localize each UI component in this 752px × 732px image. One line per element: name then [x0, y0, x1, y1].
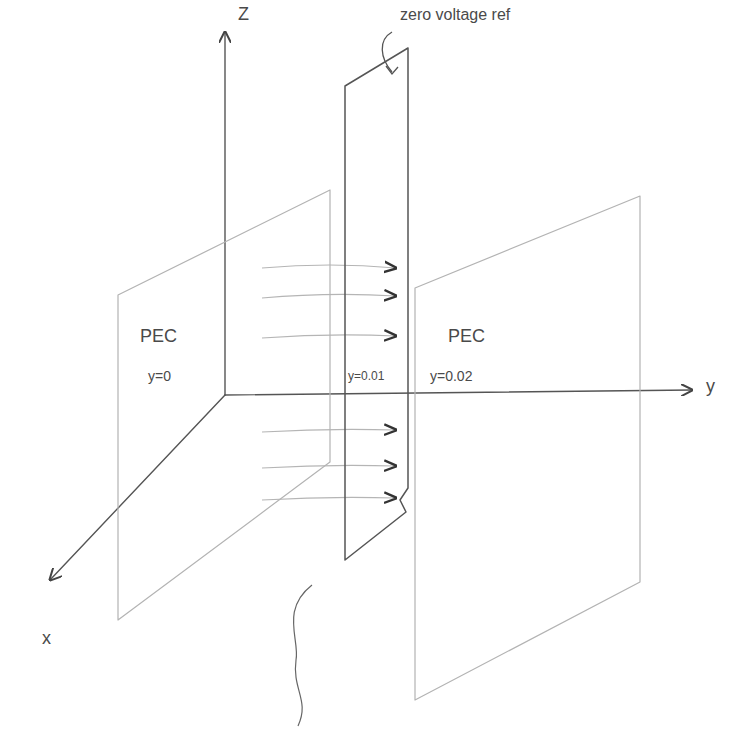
plane-outline — [338, 40, 418, 580]
axis-label: y — [704, 376, 717, 397]
plane-label: PEC — [446, 326, 487, 347]
plane: PEC y=0 — [108, 180, 338, 630]
plane-outline — [118, 190, 330, 620]
z-axis — [224, 32, 225, 395]
coordinate-label: y=0.01 — [346, 370, 386, 384]
axis-label: Z — [236, 4, 251, 25]
plane-outline — [345, 48, 408, 560]
leader-line — [382, 32, 392, 72]
coordinate-label: y=0.02 — [428, 368, 474, 384]
current-arrows — [262, 265, 396, 500]
plane: PEC y=0.02 — [408, 188, 648, 708]
plane-outline — [408, 188, 648, 708]
plane-label: PEC — [138, 326, 179, 347]
x-axis — [50, 395, 225, 580]
callout-label: zero voltage ref — [398, 6, 512, 24]
plane-outline — [108, 180, 338, 630]
plane-outline — [415, 196, 640, 700]
plane: y=0.01 — [338, 40, 418, 580]
axis-label: x — [40, 628, 53, 649]
coordinate-label: y=0 — [146, 368, 173, 384]
leader-tick — [386, 66, 398, 74]
wavy-line — [293, 585, 312, 726]
y-axis — [225, 390, 692, 395]
